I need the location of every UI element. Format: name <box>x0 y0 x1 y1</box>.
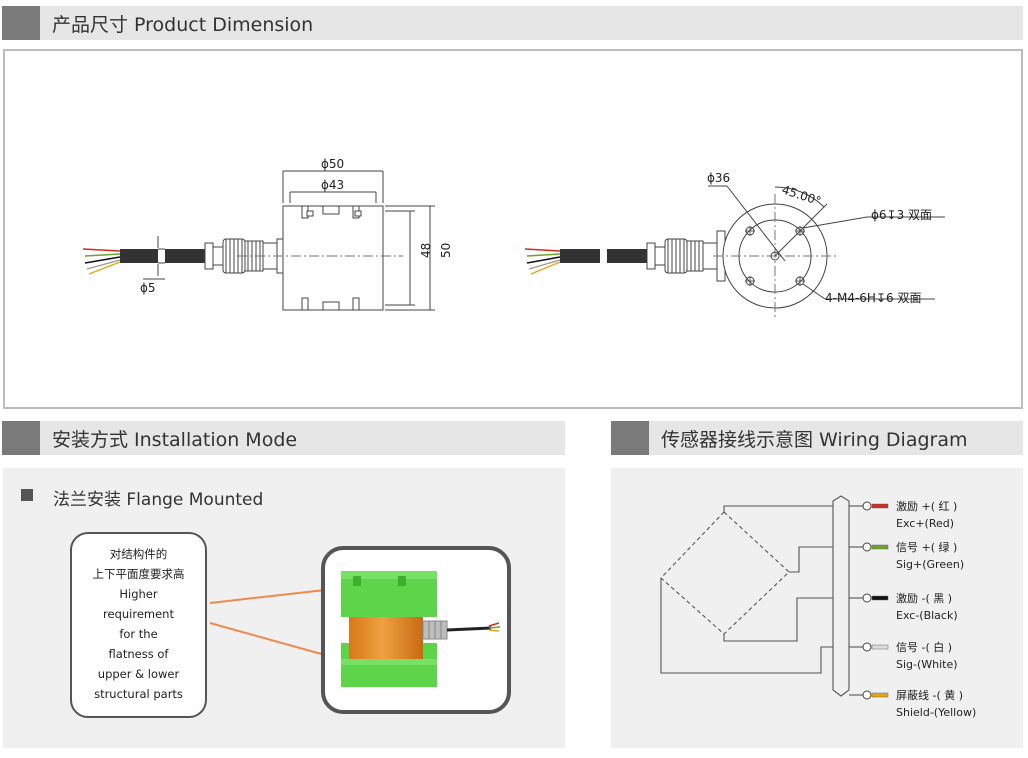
terminal-block <box>832 495 850 697</box>
callout-line: flatness of <box>108 647 169 661</box>
section-title: 安装方式 Installation Mode <box>52 428 298 451</box>
wiring-diagram: 激励 +( 红 ) Exc+(Red) 信号 +( 绿 ) Sig+(Green) 激励… <box>660 495 976 719</box>
wire-label-cn: 激励 +( 红 ) <box>896 499 957 513</box>
wire-color-swatch <box>871 644 889 650</box>
wire-exc-plus <box>723 505 833 512</box>
dimension-drawing: ϕ50 ϕ43 ϕ5 48 50 ϕ36 45.00° ϕ6↧3 双面 4-M4… <box>82 157 945 318</box>
callout-line: requirement <box>103 607 174 621</box>
requirement-callout: 对结构件的 上下平面度要求高 Higher requirement for th… <box>70 532 207 718</box>
header-tab <box>2 6 40 40</box>
wire-terminal <box>862 501 872 511</box>
dim-48: 48 <box>419 243 433 258</box>
wire-terminal <box>862 690 872 700</box>
callout-line: 上下平面度要求高 <box>92 567 185 581</box>
wire-terminal <box>862 593 872 603</box>
callout-line: upper & lower <box>97 667 180 681</box>
callout-line: 对结构件的 <box>109 547 168 561</box>
wire-terminal <box>862 542 872 552</box>
section-title: 产品尺寸 Product Dimension <box>52 13 314 36</box>
wire-color-swatch <box>871 503 889 509</box>
callout-line: structural parts <box>94 687 183 701</box>
wire-label-en: Exc+(Red) <box>896 517 954 530</box>
section-header-dimension: 产品尺寸 Product Dimension <box>2 6 1023 40</box>
dim-50: 50 <box>439 243 453 258</box>
arrow-bottom <box>209 622 347 666</box>
dim-phi5: ϕ5 <box>140 281 156 295</box>
wire-label-en: Shield-(Yellow) <box>896 706 976 719</box>
installation-subtitle: 法兰安装 Flange Mounted <box>53 490 264 510</box>
dim-hole: ϕ6↧3 双面 <box>871 208 932 222</box>
wire-label-cn: 屏蔽线 -( 黄 ) <box>896 688 963 702</box>
wire-label-en: Sig-(White) <box>896 658 958 671</box>
wire-label-cn: 信号 -( 白 ) <box>896 640 952 654</box>
wire-label-en: Sig+(Green) <box>896 558 964 571</box>
wire-color-swatch <box>871 595 889 601</box>
bullet-square <box>21 489 33 501</box>
installation-panel: 法兰安装 Flange Mounted 对结构件的 上下平面度要求高 Highe… <box>3 468 565 748</box>
wire-label-en: Exc-(Black) <box>896 609 958 622</box>
wire-color-swatch <box>871 692 889 698</box>
section-header-installation: 安装方式 Installation Mode <box>2 421 565 455</box>
dim-phi50: ϕ50 <box>321 157 344 171</box>
callout-line: Higher <box>119 587 158 601</box>
dim-thread: 4-M4-6H↧6 双面 <box>825 291 921 305</box>
section-title: 传感器接线示意图 Wiring Diagram <box>661 428 968 451</box>
header-tab <box>611 421 649 455</box>
wire-sig-minus <box>660 578 833 674</box>
right-cable-wires <box>524 248 561 275</box>
header-tab <box>2 421 40 455</box>
wheatstone-bridge <box>660 511 790 635</box>
wire-label-cn: 激励 -( 黑 ) <box>896 591 952 605</box>
wire-color-swatch <box>871 544 889 550</box>
section-header-wiring: 传感器接线示意图 Wiring Diagram <box>611 421 1023 455</box>
wiring-panel: 激励 +( 红 ) Exc+(Red) 信号 +( 绿 ) Sig+(Green) 激励… <box>611 468 1023 748</box>
dimension-drawing-panel: ϕ50 ϕ43 ϕ5 48 50 ϕ36 45.00° ϕ6↧3 双面 4-M4… <box>3 49 1023 409</box>
dim-phi36: ϕ36 <box>707 171 730 185</box>
wire-sig-plus <box>789 546 833 573</box>
installation-illustration <box>209 546 511 714</box>
dim-angle: 45.00° <box>780 183 823 209</box>
arrow-top <box>209 579 347 604</box>
wire-exc-minus <box>723 597 833 642</box>
wire-label-cn: 信号 +( 绿 ) <box>896 540 957 554</box>
left-cable-wires <box>82 248 121 275</box>
dim-phi43: ϕ43 <box>321 178 344 192</box>
wire-terminal <box>862 642 872 652</box>
callout-line: for the <box>119 627 158 641</box>
